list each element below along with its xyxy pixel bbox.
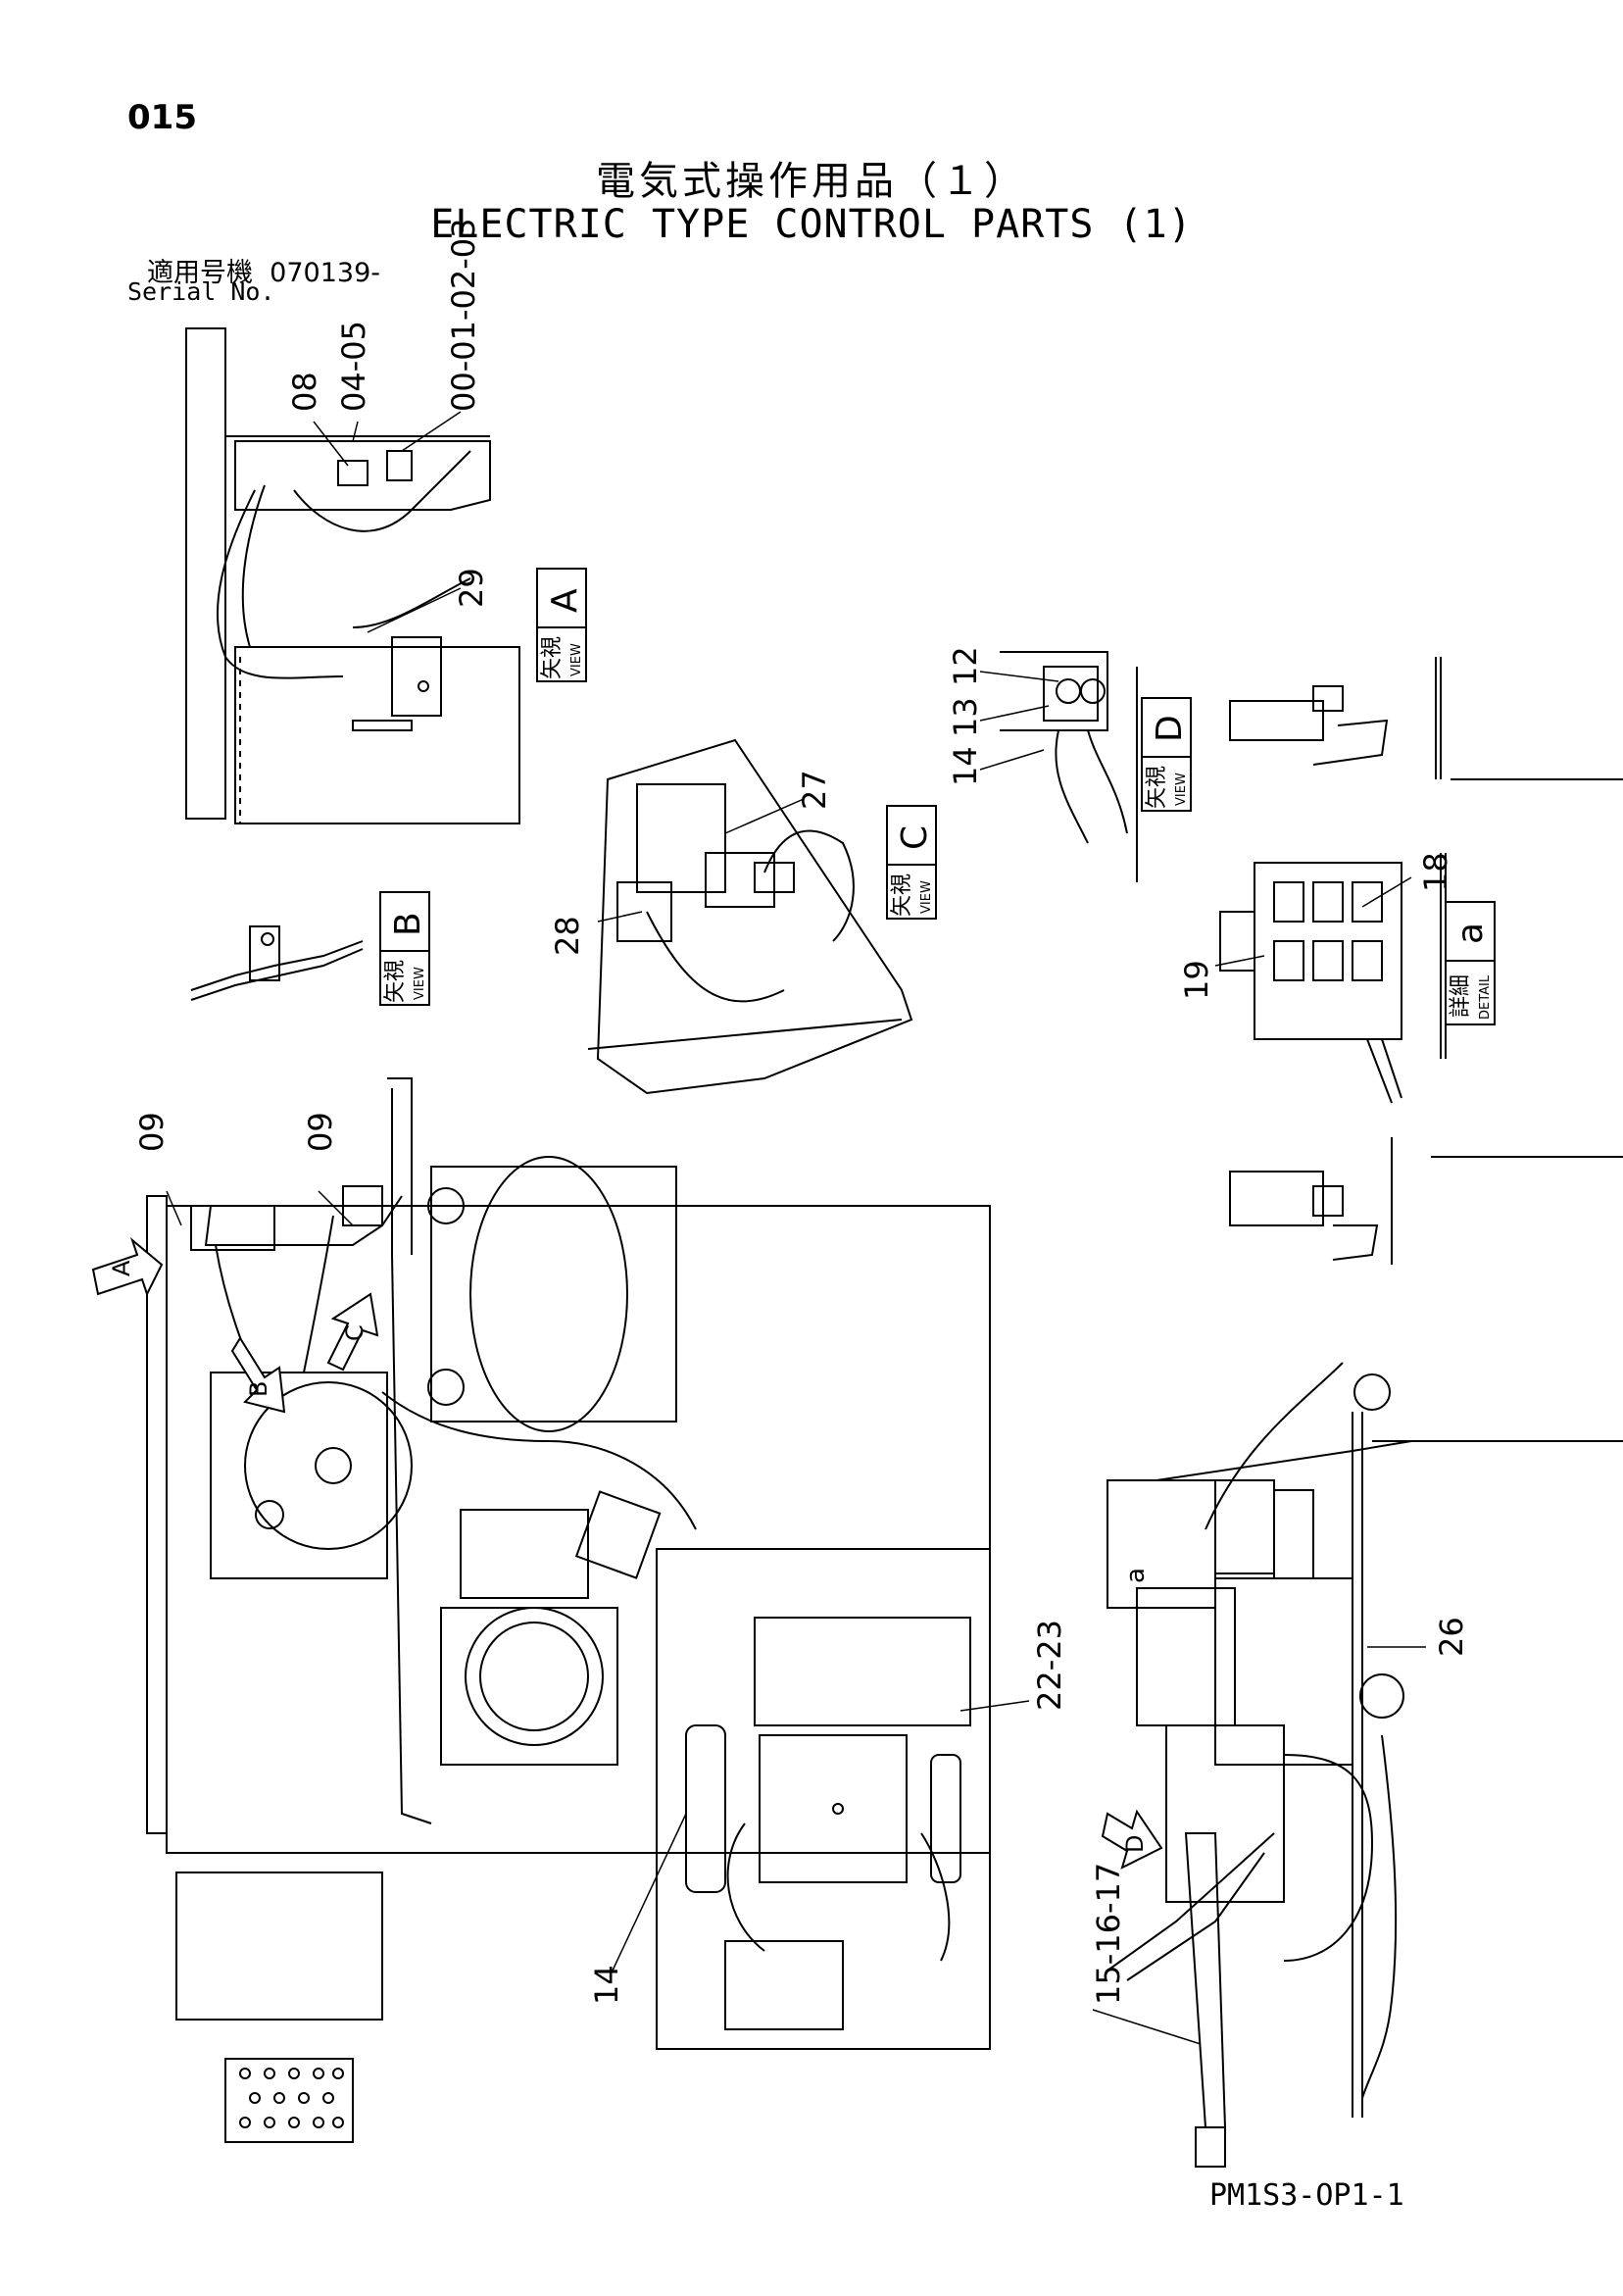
view-label-c: C 矢視 VIEW bbox=[886, 805, 937, 920]
view-a-jp: 矢視 bbox=[540, 636, 565, 679]
detail-a-en: DETAIL bbox=[1478, 974, 1493, 1020]
callout-00-03: 00-01-02-03 bbox=[445, 218, 482, 412]
arrow-letter-a: A bbox=[108, 1260, 135, 1276]
serial-label-english: Serial No. bbox=[127, 277, 275, 306]
serial-label-japanese: 適用号機 070139- bbox=[147, 251, 380, 289]
detail-label-a: a 詳細 DETAIL bbox=[1445, 901, 1496, 1025]
detail-a-letter: a bbox=[1451, 923, 1491, 944]
callout-08: 08 bbox=[286, 372, 323, 412]
view-c-letter: C bbox=[895, 825, 935, 850]
step-pattern bbox=[239, 2068, 344, 2128]
view-a-letter: A bbox=[545, 588, 585, 613]
upper-right-sketch bbox=[1229, 657, 1623, 780]
callout-12: 12 bbox=[947, 646, 984, 686]
callout-09-left: 09 bbox=[133, 1112, 171, 1152]
view-b-sketch bbox=[190, 925, 364, 1001]
view-b-jp: 矢視 bbox=[383, 960, 408, 1003]
callout-14-view-d: 14 bbox=[947, 746, 984, 786]
view-c-sketch bbox=[587, 738, 913, 1095]
view-c-jp: 矢視 bbox=[890, 873, 914, 917]
page-title-japanese: 電気式操作用品（１） bbox=[596, 159, 1027, 204]
callout-18: 18 bbox=[1417, 852, 1454, 892]
detail-a-sketch bbox=[1219, 853, 1447, 1104]
callout-04-05: 04-05 bbox=[335, 321, 372, 412]
view-label-b: B 矢視 VIEW bbox=[379, 891, 430, 1006]
view-label-a: A 矢視 VIEW bbox=[536, 568, 587, 682]
view-d-sketch bbox=[1000, 651, 1138, 882]
callout-19: 19 bbox=[1178, 960, 1215, 1000]
view-label-d: D 矢視 VIEW bbox=[1141, 697, 1192, 812]
callout-29: 29 bbox=[453, 568, 490, 608]
view-c-en: VIEW bbox=[919, 880, 934, 914]
arrow-letter-d: D bbox=[1121, 1835, 1149, 1853]
view-d-letter: D bbox=[1150, 715, 1190, 742]
callout-09-right: 09 bbox=[302, 1112, 339, 1152]
callout-14-plan: 14 bbox=[588, 1965, 625, 2005]
serial-label-jp-text: 適用号機 bbox=[147, 258, 253, 288]
cable-tie-part bbox=[1184, 1832, 1227, 2168]
view-arrow-b bbox=[230, 1336, 286, 1414]
mid-right-sketch bbox=[1229, 1137, 1623, 1265]
main-plan-view bbox=[146, 1077, 991, 2143]
view-arrow-d bbox=[1101, 1809, 1163, 1870]
view-a-en: VIEW bbox=[569, 643, 584, 676]
arrow-letter-c: C bbox=[341, 1324, 369, 1341]
page-number: 015 bbox=[127, 98, 197, 137]
view-d-jp: 矢視 bbox=[1145, 766, 1169, 809]
callout-28: 28 bbox=[549, 916, 586, 956]
view-d-en: VIEW bbox=[1174, 773, 1189, 806]
view-b-en: VIEW bbox=[413, 967, 427, 1000]
leader-lines bbox=[166, 411, 1426, 2045]
callout-15-17: 15-16-17 bbox=[1090, 1863, 1127, 2005]
callout-13: 13 bbox=[947, 697, 984, 737]
view-b-letter: B bbox=[388, 912, 428, 936]
detail-marker-a: a bbox=[1121, 1568, 1151, 1583]
serial-number-value: 070139- bbox=[270, 258, 380, 288]
detail-a-jp: 詳細 bbox=[1449, 974, 1473, 1018]
view-a-sketch bbox=[185, 327, 520, 824]
callout-27: 27 bbox=[796, 770, 833, 810]
view-arrow-a bbox=[91, 1236, 164, 1297]
document-code: PM1S3-OP1-1 bbox=[1209, 2178, 1404, 2213]
cab-floor-view bbox=[1107, 1362, 1623, 2118]
arrow-letters: A B C D a bbox=[108, 1260, 1151, 1853]
page-title-english: ELECTRIC TYPE CONTROL PARTS (1) bbox=[430, 202, 1193, 247]
arrow-letter-b: B bbox=[245, 1381, 272, 1397]
callout-22-23: 22-23 bbox=[1031, 1620, 1068, 1711]
callout-numbers: 08 04-05 00-01-02-03 29 27 28 12 13 14 1… bbox=[133, 218, 1470, 2005]
view-arrows bbox=[91, 1236, 1163, 1870]
callout-26: 26 bbox=[1433, 1617, 1470, 1657]
view-arrow-c bbox=[326, 1292, 379, 1372]
